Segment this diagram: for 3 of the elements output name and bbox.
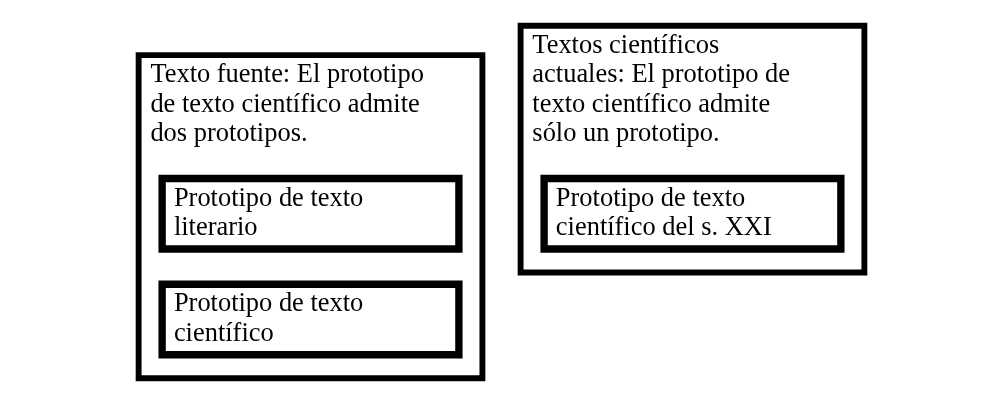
node-box: Prototipo de texto literario (158, 174, 463, 253)
node-box: Prototipo de texto científico del s. XXI (540, 174, 845, 253)
node-box: Prototipo de texto científico (158, 280, 463, 359)
